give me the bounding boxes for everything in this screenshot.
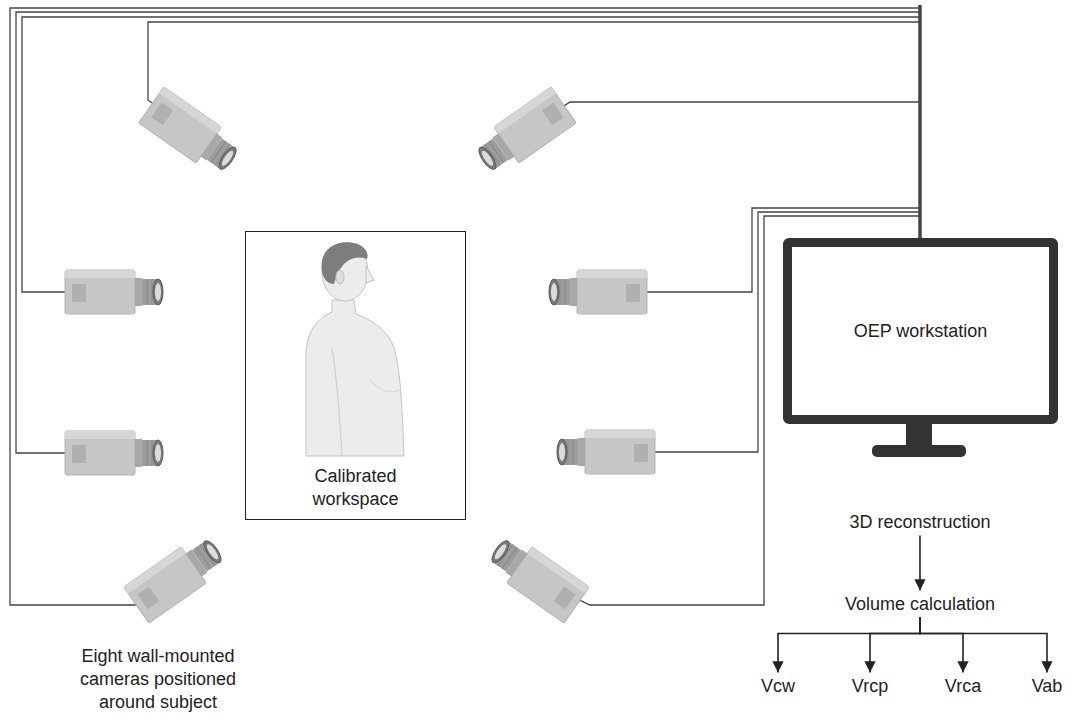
node-text: Vab — [1032, 675, 1063, 698]
caption-label: Eight wall-mounted cameras positioned ar… — [63, 645, 253, 714]
camera — [139, 87, 245, 179]
monitor-stand — [872, 422, 966, 457]
flow-arrow — [920, 618, 1047, 673]
chest-line — [370, 380, 400, 392]
camera — [65, 431, 163, 475]
node-text: Calibrated workspace — [296, 465, 416, 511]
volume-output: Vcw — [757, 673, 799, 700]
hair — [321, 242, 367, 284]
workstation-monitor: OEP workstation — [783, 238, 1058, 424]
camera — [557, 430, 655, 474]
monitor-base — [872, 445, 966, 457]
workspace-box: Calibrated workspace — [245, 231, 466, 520]
flow-arrow — [870, 618, 920, 673]
arm-line — [332, 348, 342, 456]
node-text: Vcw — [761, 675, 795, 698]
monitor-neck — [906, 422, 932, 447]
nose — [366, 266, 374, 283]
flow-arrow — [778, 618, 920, 673]
node-text: OEP workstation — [854, 320, 988, 343]
torso — [306, 300, 404, 456]
subject-figure — [306, 242, 404, 456]
head — [322, 243, 368, 301]
camera — [549, 270, 647, 314]
process-step: 3D reconstruction — [845, 509, 994, 536]
flow-arrow — [919, 536, 921, 591]
cameras — [65, 87, 655, 623]
volume-output: Vrcp — [848, 673, 892, 700]
process-step: Volume calculation — [841, 591, 999, 618]
volume-output: Vab — [1028, 673, 1067, 700]
connectors — [778, 536, 1047, 673]
cable-bus — [918, 5, 922, 240]
camera — [471, 87, 577, 179]
node-text: 3D reconstruction — [849, 511, 990, 534]
flow-arrow — [920, 618, 963, 673]
wire — [535, 102, 920, 125]
camera — [124, 531, 230, 623]
volume-output: Vrca — [941, 673, 985, 700]
camera — [65, 270, 163, 314]
camera — [484, 531, 590, 623]
node-text: Volume calculation — [845, 593, 995, 616]
node-text: Vrcp — [852, 675, 888, 698]
node-text: Vrca — [945, 675, 981, 698]
ear — [336, 270, 344, 284]
